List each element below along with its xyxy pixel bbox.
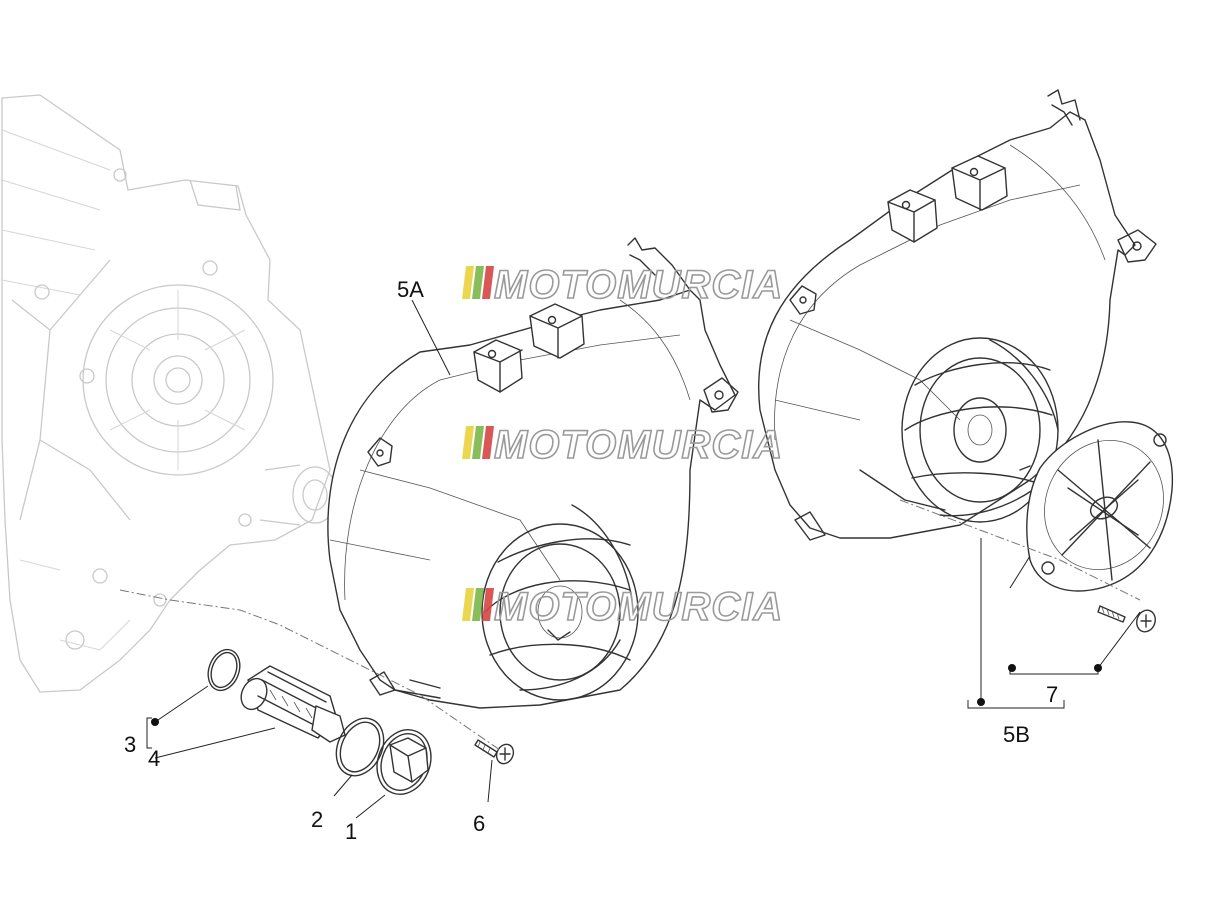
callout-2: 2 [311, 807, 323, 832]
callout-5b: 5B [1003, 722, 1030, 747]
watermark-text: MOTOMURCIA [494, 423, 783, 467]
assembly-axis-line [119, 589, 501, 751]
watermark-stripes [462, 588, 494, 621]
oil-filter-icon [240, 665, 346, 743]
watermark-text: MOTOMURCIA [494, 585, 783, 629]
engine-crankcase-ghost [1, 94, 338, 693]
screw-6-icon [474, 739, 515, 765]
callout-7: 7 [1046, 682, 1058, 707]
callout-3: 3 [124, 732, 136, 757]
callout-dots [151, 664, 1102, 726]
callout-4: 4 [148, 746, 160, 771]
watermark-1: MOTOMURCIA [462, 262, 783, 308]
flywheel-cover-5a [327, 237, 739, 709]
drain-cap-icon [376, 729, 432, 795]
callout-6: 6 [473, 811, 485, 836]
screw-icon [1097, 605, 1156, 633]
watermark-3: MOTOMURCIA [462, 584, 783, 630]
o-ring-small-icon [207, 648, 241, 692]
watermark-stripes [462, 426, 494, 459]
watermark-2: MOTOMURCIA [462, 422, 783, 468]
flywheel-cover-5b [758, 89, 1157, 541]
watermark-stripes [462, 266, 494, 299]
callout-5a: 5A [397, 277, 424, 302]
leader-lines [146, 299, 1141, 819]
callout-1: 1 [345, 819, 357, 844]
assembly-axis-line-right [899, 499, 1141, 601]
o-ring-large-icon [335, 717, 385, 777]
fan-grille [1026, 421, 1174, 592]
watermark-text: MOTOMURCIA [494, 263, 783, 307]
